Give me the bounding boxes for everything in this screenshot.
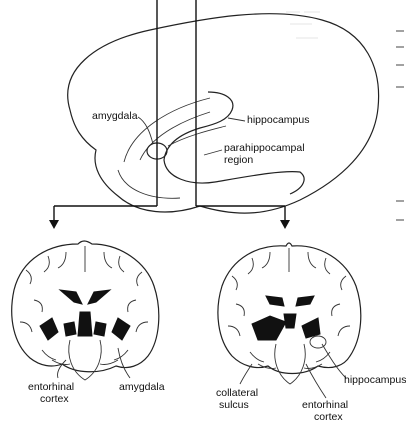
pointer-entorhinal-right: [306, 364, 326, 398]
label-parahippocampal-line2: region: [224, 154, 253, 166]
right-coronal-section: [218, 243, 361, 384]
pointer-collateral: [240, 364, 252, 384]
pointer-entorhinal-left: [57, 360, 66, 378]
label-entorhinal-left-1: entorhinal: [28, 381, 74, 393]
label-collateral-2: sulcus: [219, 399, 249, 411]
arrow-left-head: [49, 220, 59, 229]
label-collateral-1: collateral: [216, 387, 258, 399]
label-entorhinal-right-2: cortex: [314, 411, 343, 423]
arrow-right-head: [280, 220, 290, 229]
label-hippocampus-right: hippocampus: [344, 374, 406, 386]
pointer-amygdala-left: [118, 348, 130, 378]
label-hippocampus-top: hippocampus: [247, 114, 309, 126]
left-coronal-section: [12, 241, 159, 380]
label-entorhinal-right-1: entorhinal: [302, 399, 348, 411]
edge-dash-marks: [396, 31, 404, 220]
pointer-parahippocampal: [204, 150, 222, 155]
pointer-amygdala-top: [138, 117, 153, 144]
label-entorhinal-left-2: cortex: [40, 393, 69, 405]
label-parahippocampal-line1: parahippocampal: [224, 142, 305, 154]
label-amygdala-left: amygdala: [119, 381, 165, 393]
label-amygdala-top: amygdala: [92, 110, 138, 122]
pointer-hippocampus-right: [322, 344, 346, 378]
pointer-hippocampus-top: [228, 118, 245, 121]
